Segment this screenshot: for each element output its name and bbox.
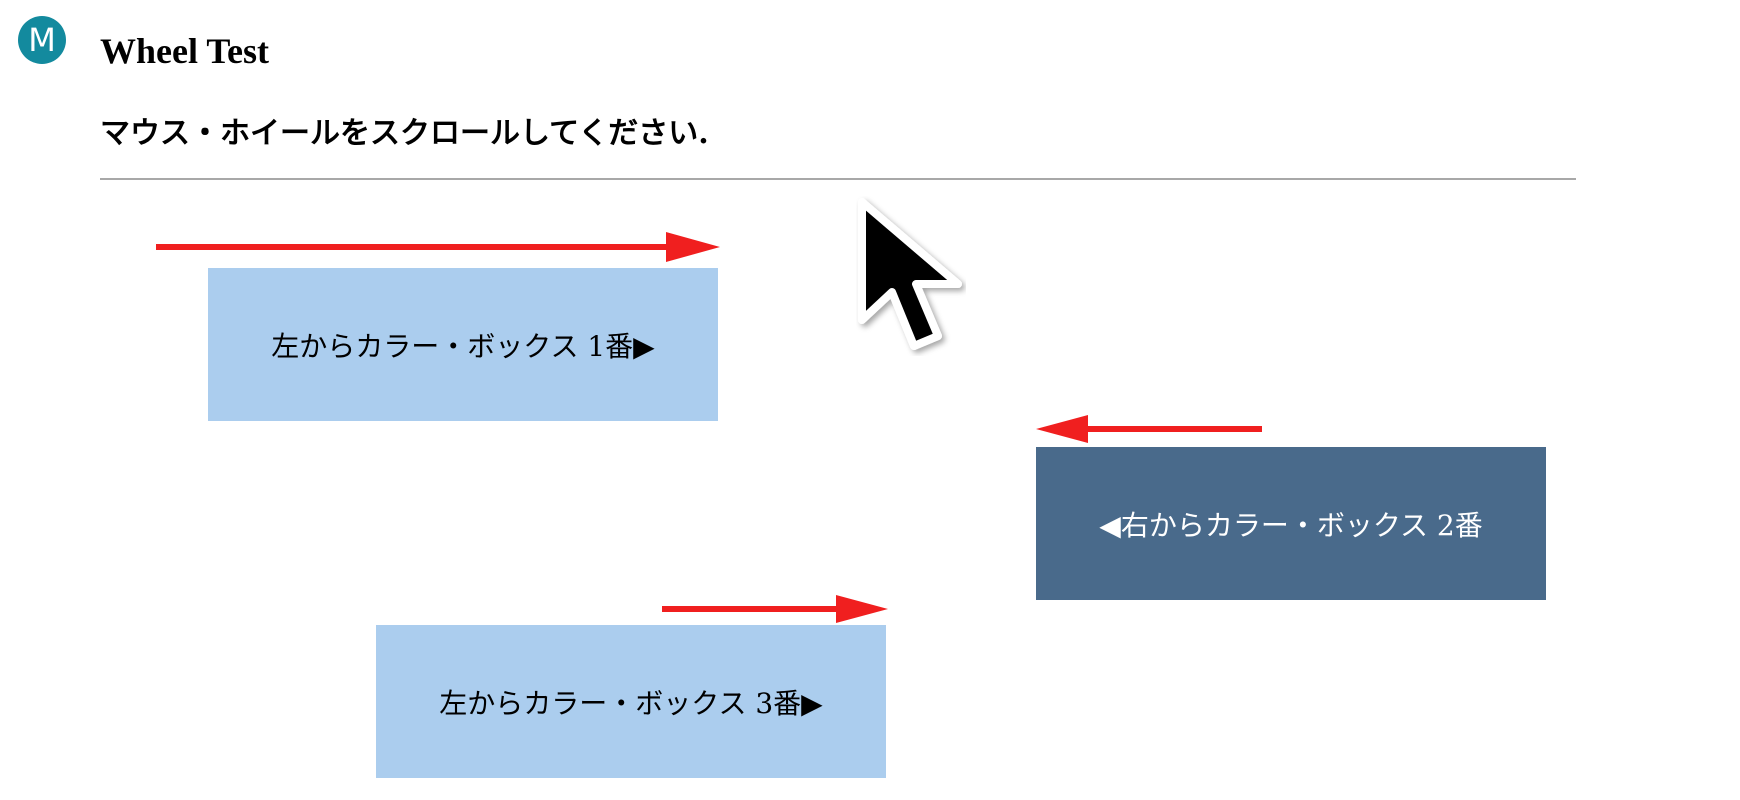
mouse-pointer-icon <box>858 198 962 350</box>
arrow-right-icon <box>662 595 888 623</box>
color-box-2[interactable]: ◀右からカラー・ボックス 2番 <box>1036 447 1546 600</box>
page-title: Wheel Test <box>100 31 270 71</box>
color-box-3[interactable]: 左からカラー・ボックス 3番▶ <box>376 625 886 778</box>
color-box-1[interactable]: 左からカラー・ボックス 1番▶ <box>208 268 718 421</box>
color-box-3-label: 左からカラー・ボックス 3番▶ <box>439 686 823 720</box>
color-box-2-label: ◀右からカラー・ボックス 2番 <box>1099 508 1483 542</box>
scroll-instruction: マウス・ホイールをスクロールしてください. <box>100 116 709 151</box>
arrow-right-icon <box>156 232 720 262</box>
m-logo-icon: M <box>18 16 66 64</box>
divider <box>100 178 1576 180</box>
arrow-left-icon <box>1036 415 1262 443</box>
color-box-1-label: 左からカラー・ボックス 1番▶ <box>271 329 655 363</box>
